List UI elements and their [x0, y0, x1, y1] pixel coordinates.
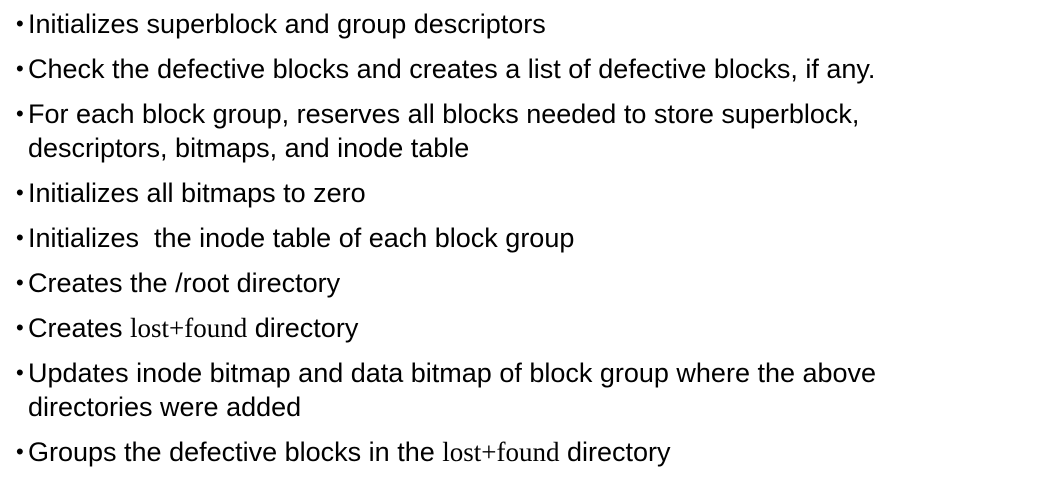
list-item: •Check the defective blocks and creates …: [0, 52, 1040, 86]
list-item: •Groups the defective blocks in the lost…: [0, 435, 1040, 469]
filesystem-term: lost+found: [130, 313, 248, 343]
bullet-text: Creates the /root directory: [28, 266, 1020, 300]
list-item: •Initializes superblock and group descri…: [0, 7, 1040, 41]
text-segment: Creates the /root directory: [28, 268, 341, 298]
list-item: •Updates inode bitmap and data bitmap of…: [0, 356, 1040, 424]
bullet-text: Initializes all bitmaps to zero: [28, 176, 1020, 210]
bullet-icon: •: [16, 101, 24, 126]
bullet-icon: •: [16, 270, 24, 295]
bullet-icon: •: [16, 56, 24, 81]
text-segment: directory: [559, 437, 671, 467]
text-segment: Initializes superblock and group descrip…: [28, 9, 546, 39]
text-segment: For each block group, reserves all block…: [28, 99, 860, 163]
text-segment: Updates inode bitmap and data bitmap of …: [28, 358, 877, 422]
bullet-text: Groups the defective blocks in the lost+…: [28, 435, 1020, 469]
text-segment: Initializes the inode table of each bloc…: [28, 223, 575, 253]
bullet-text: Creates lost+found directory: [28, 311, 1020, 345]
bullet-icon: •: [16, 225, 24, 250]
bullet-icon: •: [16, 360, 24, 385]
bullet-icon: •: [16, 315, 24, 340]
bullet-text: Updates inode bitmap and data bitmap of …: [28, 356, 1020, 424]
bullet-text: Check the defective blocks and creates a…: [28, 52, 1020, 86]
bullet-icon: •: [16, 439, 24, 464]
text-segment: directory: [247, 313, 359, 343]
list-item: •For each block group, reserves all bloc…: [0, 97, 1040, 165]
text-segment: Creates: [28, 313, 131, 343]
list-item: •Initializes all bitmaps to zero: [0, 176, 1040, 210]
list-item: •Creates lost+found directory: [0, 311, 1040, 345]
bullet-icon: •: [16, 180, 24, 205]
bullet-icon: •: [16, 11, 24, 36]
list-item: •Creates the /root directory: [0, 266, 1040, 300]
filesystem-term: lost+found: [442, 437, 560, 467]
bullet-text: Initializes the inode table of each bloc…: [28, 221, 1020, 255]
text-segment: Initializes all bitmaps to zero: [28, 178, 366, 208]
list-item: •Initializes the inode table of each blo…: [0, 221, 1040, 255]
bullet-list: •Initializes superblock and group descri…: [0, 7, 1040, 469]
bullet-text: Initializes superblock and group descrip…: [28, 7, 1020, 41]
text-segment: Groups the defective blocks in the: [28, 437, 443, 467]
bullet-text: For each block group, reserves all block…: [28, 97, 1020, 165]
text-segment: Check the defective blocks and creates a…: [28, 54, 876, 84]
